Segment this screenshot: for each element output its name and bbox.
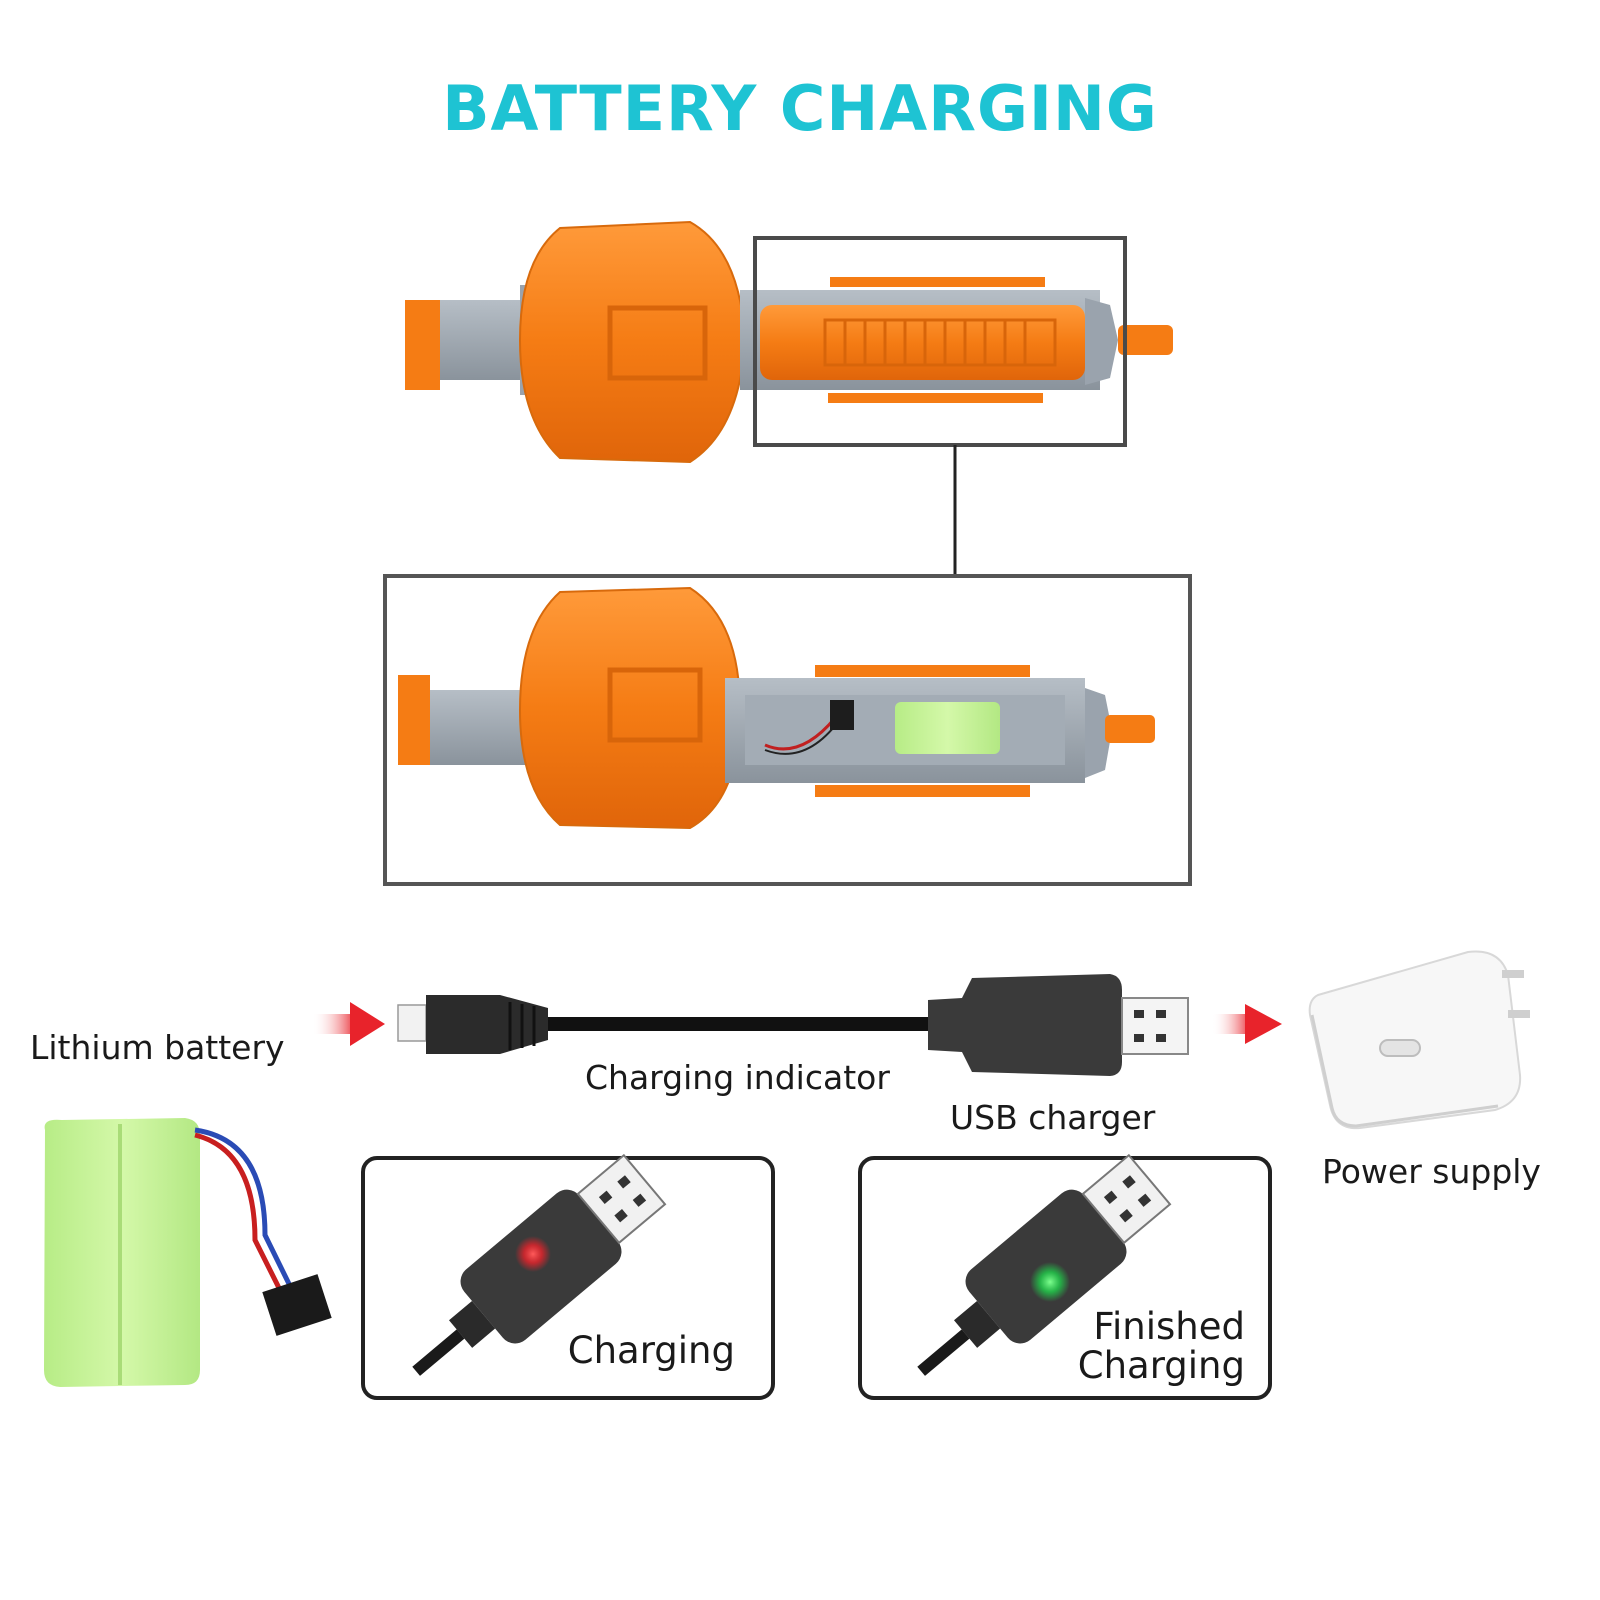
charging-state-label: Charging [567, 1329, 735, 1372]
usb-cable-icon [397, 974, 1189, 1076]
battery-plug [830, 700, 854, 730]
cover-ribs [843, 320, 1027, 365]
usb-plug-icon [1121, 997, 1189, 1055]
rail-bottom [828, 393, 1043, 403]
usb-pin [1134, 1034, 1144, 1042]
usb-charger-body [928, 974, 1122, 1076]
led-red-indicator [515, 1236, 551, 1272]
usb-pin [1134, 1010, 1144, 1018]
wire-black [764, 721, 839, 755]
battery-cover [760, 305, 1085, 380]
rail-bottom-2 [815, 785, 1030, 797]
drum-detail-2 [607, 667, 703, 743]
power-adapter-icon [1308, 950, 1530, 1130]
adapter-edge [1310, 1014, 1499, 1128]
blaster-stock-orange [405, 300, 440, 390]
rail-top-2 [815, 665, 1030, 677]
finished-line-2: Charging [1077, 1343, 1245, 1387]
zoom-highlight-box [753, 236, 1127, 447]
finished-state-box [858, 1153, 1272, 1400]
prong [1508, 1010, 1530, 1018]
cable-connector [426, 995, 548, 1054]
cover-grip [823, 318, 1057, 367]
charging-state-box [361, 1153, 775, 1400]
usb-c-port [1379, 1039, 1421, 1057]
charging-indicator-label: Charging indicator [585, 1058, 890, 1097]
blaster-drum-icon [518, 220, 747, 464]
lithium-battery-label: Lithium battery [30, 1028, 285, 1067]
wire-blue [194, 1127, 295, 1292]
usb-charger-label: USB charger [950, 1098, 1156, 1137]
connector-ribs [508, 1002, 536, 1050]
battery-connector [262, 1274, 332, 1336]
drum-detail [607, 305, 708, 381]
stock-orange-2 [398, 675, 430, 765]
wire-red [194, 1132, 283, 1292]
muzzle [1118, 325, 1173, 355]
blaster-drum-icon-2 [518, 586, 742, 830]
muzzle-2 [1105, 715, 1155, 743]
prong [1502, 970, 1524, 978]
jst-plug [397, 1004, 427, 1042]
power-supply-label: Power supply [1322, 1152, 1541, 1191]
usb-pin [1156, 1010, 1166, 1018]
finished-line-1: Finished [1093, 1305, 1245, 1348]
led-green-indicator [1030, 1262, 1070, 1302]
barrel-tip-2 [1085, 688, 1112, 778]
finished-state-label: Finished Charging [1040, 1305, 1245, 1387]
usb-pin [1156, 1034, 1166, 1042]
page-title: BATTERY CHARGING [442, 72, 1158, 145]
barrel-tip [1085, 298, 1118, 385]
rail-top [830, 277, 1045, 287]
arrow-right-icon [312, 1002, 385, 1046]
lithium-battery-pack-icon [44, 1118, 332, 1387]
arrow-right-icon-2 [1212, 1004, 1282, 1044]
blaster-open [383, 574, 1192, 886]
installed-battery-icon [895, 702, 1000, 754]
cable-wire [548, 1017, 938, 1031]
blaster-top [405, 220, 1173, 578]
wire-red [764, 717, 837, 751]
